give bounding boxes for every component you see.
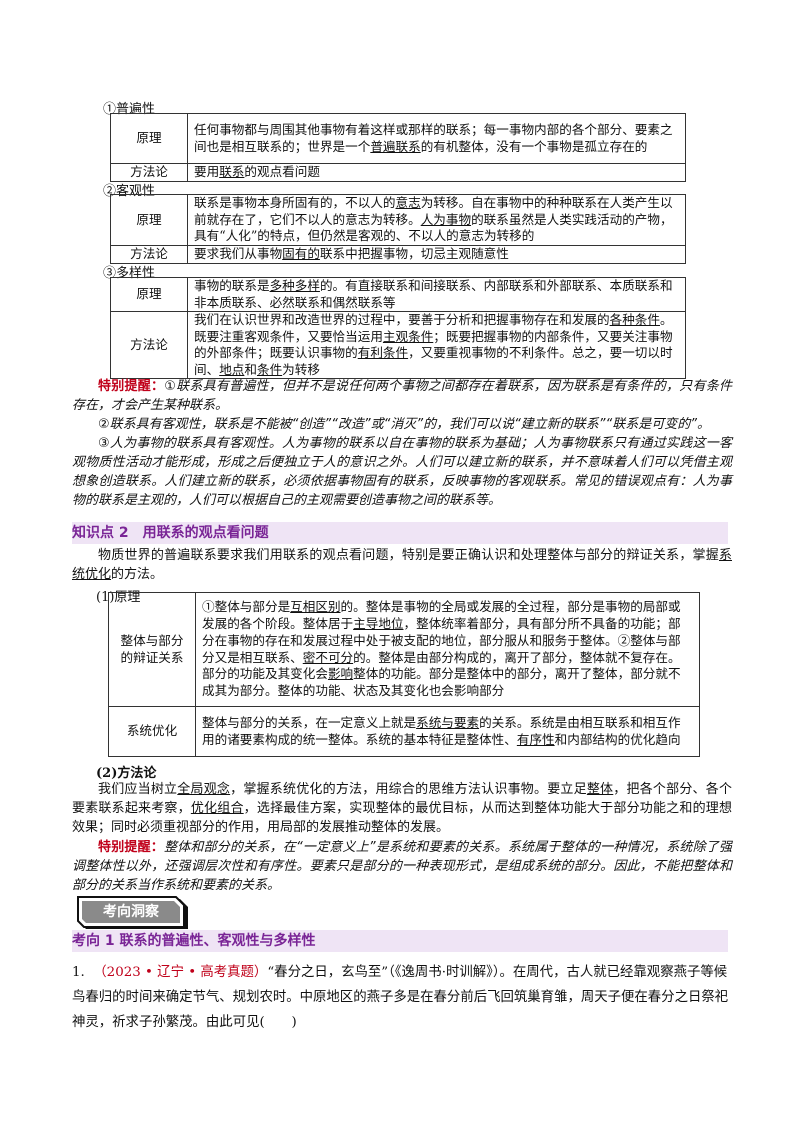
table-diversity: 原理 事物的联系是多种多样的。有直接联系和间接联系、内部联系和外部联系、本质联系… [110,277,686,379]
row-label: 整体与部分的辩证关系 [108,592,196,707]
exam-direction-heading: 考向 1 联系的普遍性、客观性与多样性 [72,930,728,952]
question-text: “春分之日，玄鸟至”（《逸周书·时训解》）。在周代，古人就已经靠观察燕子等候鸟春… [72,965,729,1030]
row-text: 我们在认识世界和改造世界的过程中，要善于分析和把握事物存在和发展的各种条件。既要… [187,311,686,379]
note-paragraph: ③人为事物的联系具有客观性。人为事物的联系以自在事物的联系为基础；人为事物联系只… [72,436,732,508]
table-objectivity: 原理 联系是事物本身所固有的，不以人的意志为转移。自在事物中的种种联系在人类产生… [110,194,686,264]
table-whole-part: 整体与部分的辩证关系 ①整体与部分是互相区别的。整体是事物的全局或发展的全过程，… [108,592,700,757]
note-paragraph: ②联系具有客观性，联系是不能被“创造”“改造”或“消灭”的，我们可以说“建立新的… [98,417,711,432]
sub-heading-methodology: (2)方法论 [96,766,157,781]
row-text: ①整体与部分是互相区别的。整体是事物的全局或发展的全过程，部分是事物的局部或发展… [195,592,700,707]
row-text: 任何事物都与周围其他事物有着这样或那样的联系；每一事物内部的各个部分、要素之间也… [187,113,686,164]
badge-label: 考向洞察 [103,904,159,920]
knowledge-point-heading: 知识点 2 用联系的观点看问题 [72,522,728,544]
special-note-1: 特别提醒：①联系具有普遍性，但并不是说任何两个事物之间都存在着联系，因为联系是有… [72,379,732,508]
row-label: 原理 [110,277,188,312]
row-label: 方法论 [110,311,188,379]
row-text: 要用联系的观点看问题 [187,163,686,182]
row-label: 原理 [110,194,188,246]
row-label: 系统优化 [108,706,196,757]
row-label: 方法论 [110,163,188,182]
row-text: 整体与部分的关系，在一定意义上就是系统与要素的关系。系统是由相互联系和相互作用的… [195,706,700,757]
row-label: 方法论 [110,244,188,264]
row-text: 联系是事物本身所固有的，不以人的意志为转移。自在事物中的种种联系在人类产生以前就… [187,194,686,246]
note-title: 特别提醒： [98,379,165,394]
row-text: 事物的联系是多种多样的。有直接联系和间接联系、内部联系和外部联系、本质联系和非本… [187,277,686,312]
question-number: 1. [72,965,85,980]
methodology-text: 我们应当树立全局观念，掌握系统优化的方法，用综合的思维方法认识事物。要立足整体，… [72,782,732,835]
special-note-2: 特别提醒：整体和部分的关系，在“一定意义上”是系统和要素的关系。系统属于整体的一… [72,840,732,893]
row-text: 要求我们从事物固有的联系中把握事物，切忌主观随意性 [187,244,686,264]
question-1: 1. （2023 • 辽宁 • 高考真题）“春分之日，玄鸟至”（《逸周书·时训解… [72,960,732,1035]
kp2-intro: 物质世界的普遍联系要求我们用联系的观点看问题，特别是要正确认识和处理整体与部分的… [72,548,732,582]
table-universality: 原理 任何事物都与周围其他事物有着这样或那样的联系；每一事物内部的各个部分、要素… [110,113,686,182]
question-source: （2023 • 辽宁 • 高考真题） [93,965,268,980]
section-badge: 考向洞察 [72,893,192,935]
row-label: 原理 [110,113,188,164]
badge-shape [77,896,188,929]
